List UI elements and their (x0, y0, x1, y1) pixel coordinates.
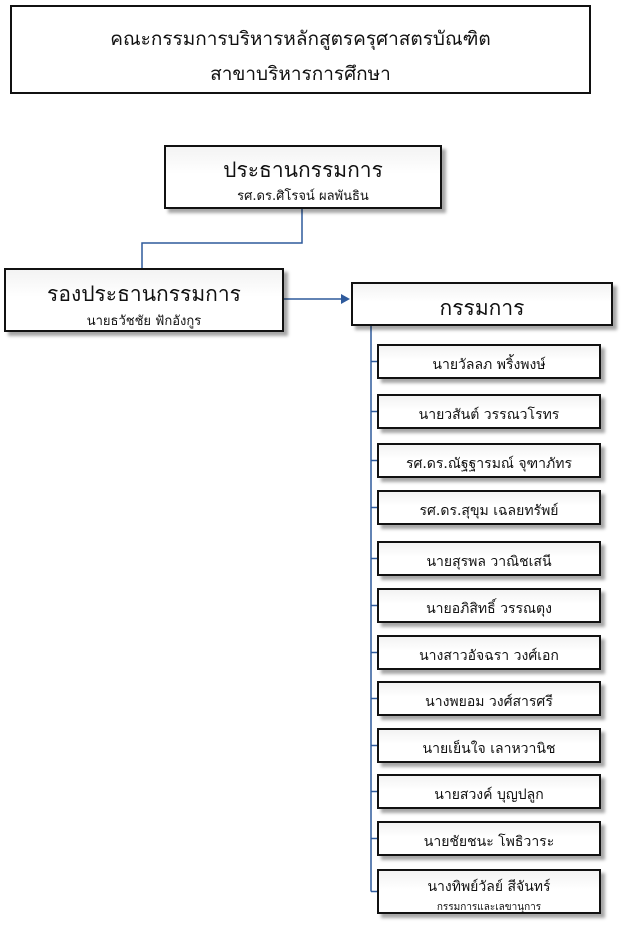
chair-role: ประธานกรรมการ (223, 158, 383, 182)
member-connectors (370, 326, 377, 893)
member-name: นางทิพย์วัลย์ สีจันทร์ (427, 879, 551, 895)
member-box: รศ.ดร.ณัฐฐารมณ์ จุฑาภัทร (377, 443, 601, 478)
member-box: นายสวงค์ บุญปลูก (377, 774, 601, 809)
member-box: นายวสันต์ วรรณวโรทร (377, 394, 601, 429)
member-note: กรรมการและเลขานุการ (436, 902, 542, 913)
chair-vice-connector (141, 209, 303, 268)
member-name: นายวสันต์ วรรณวโรทร (418, 407, 560, 423)
member-name: นางสาวอัจฉรา วงศ์เอก (419, 648, 559, 664)
member-name: นายวัลลภ พริ้งพงษ์ (432, 357, 546, 373)
member-name: นายสวงค์ บุญปลูก (434, 787, 544, 803)
member-name: นายชัยชนะ โพธิวาระ (423, 834, 555, 850)
member-box: นางพยอม วงศ์สารศรี (377, 681, 601, 716)
arrow-head-icon (341, 294, 350, 304)
member-name: นางพยอม วงศ์สารศรี (425, 694, 553, 710)
member-name: รศ.ดร.สุขุม เฉลยทรัพย์ (419, 503, 559, 519)
committee-box: กรรมการ (351, 282, 613, 326)
member-box: นางทิพย์วัลย์ สีจันทร์ กรรมการและเลขานุก… (377, 869, 601, 914)
member-name: นายอภิสิทธิ์ วรรณตุง (426, 601, 552, 617)
member-box: นายชัยชนะ โพธิวาระ (377, 821, 601, 856)
vice-chair-role: รองประธานกรรมการ (47, 282, 241, 306)
member-box: รศ.ดร.สุขุม เฉลยทรัพย์ (377, 490, 601, 525)
member-box: นางสาวอัจฉรา วงศ์เอก (377, 635, 601, 670)
member-name: รศ.ดร.ณัฐฐารมณ์ จุฑาภัทร (405, 456, 573, 472)
chair-name: รศ.ดร.ศิโรจน์ ผลพันธิน (237, 189, 369, 204)
chair-box: ประธานกรรมการ รศ.ดร.ศิโรจน์ ผลพันธิน (164, 145, 442, 209)
title-box: คณะกรรมการบริหารหลักสูตรครุศาสตรบัณฑิต ส… (10, 5, 591, 94)
title-line-1: คณะกรรมการบริหารหลักสูตรครุศาสตรบัณฑิต (110, 28, 491, 50)
vice-chair-box: รองประธานกรรมการ นายธวัชชัย ฟักอังกูร (4, 268, 284, 332)
member-name: นายสุรพล วาณิชเสนี (426, 554, 552, 570)
title-line-2: สาขาบริหารการศึกษา (210, 63, 391, 85)
member-box: นายเย็นใจ เลาหวานิช (377, 728, 601, 763)
member-box: นายสุรพล วาณิชเสนี (377, 541, 601, 576)
committee-role: กรรมการ (439, 296, 525, 320)
member-name: นายเย็นใจ เลาหวานิช (422, 741, 556, 757)
vice-chair-name: นายธวัชชัย ฟักอังกูร (86, 314, 202, 329)
member-box: นายอภิสิทธิ์ วรรณตุง (377, 588, 601, 623)
member-box: นายวัลลภ พริ้งพงษ์ (377, 344, 601, 379)
